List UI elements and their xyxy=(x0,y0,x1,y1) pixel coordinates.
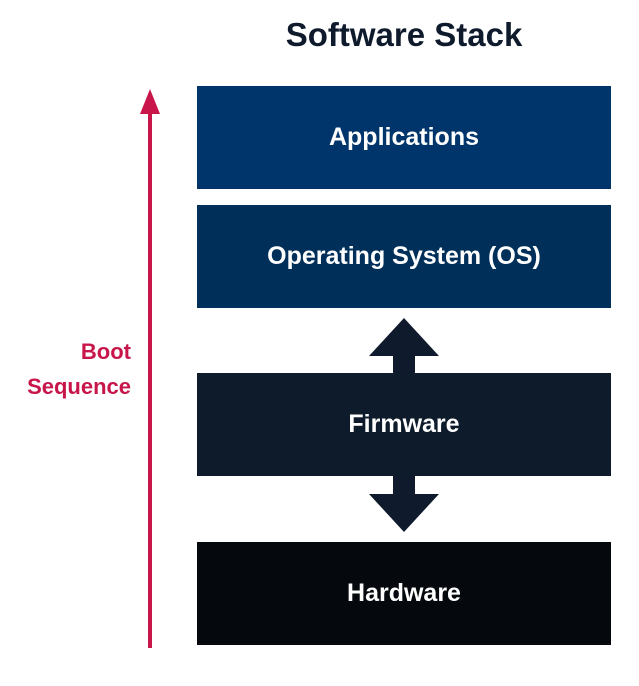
layer-firmware: Firmware xyxy=(197,373,611,476)
os-firmware-arrow-up xyxy=(369,318,439,375)
layer-operating-system-label: Operating System (OS) xyxy=(267,242,541,270)
firmware-hardware-double-arrow xyxy=(369,475,439,532)
boot-sequence-label-line2: Sequence xyxy=(27,374,131,399)
diagram-title: Software Stack xyxy=(285,16,523,53)
layer-operating-system: Operating System (OS) xyxy=(197,205,611,308)
os-firmware-double-arrow xyxy=(369,318,439,375)
layer-hardware: Hardware xyxy=(197,542,611,645)
layer-applications: Applications xyxy=(197,86,611,189)
boot-sequence-label-line1: Boot xyxy=(80,339,131,364)
boot-sequence-arrow xyxy=(140,89,160,648)
firmware-hardware-arrow-down xyxy=(369,475,439,532)
layer-hardware-label: Hardware xyxy=(347,579,461,607)
layer-applications-label: Applications xyxy=(328,123,479,151)
boot-sequence-arrow-head xyxy=(140,89,160,114)
layer-firmware-label: Firmware xyxy=(348,410,460,438)
boot-sequence-label: Boot Sequence xyxy=(0,334,131,404)
